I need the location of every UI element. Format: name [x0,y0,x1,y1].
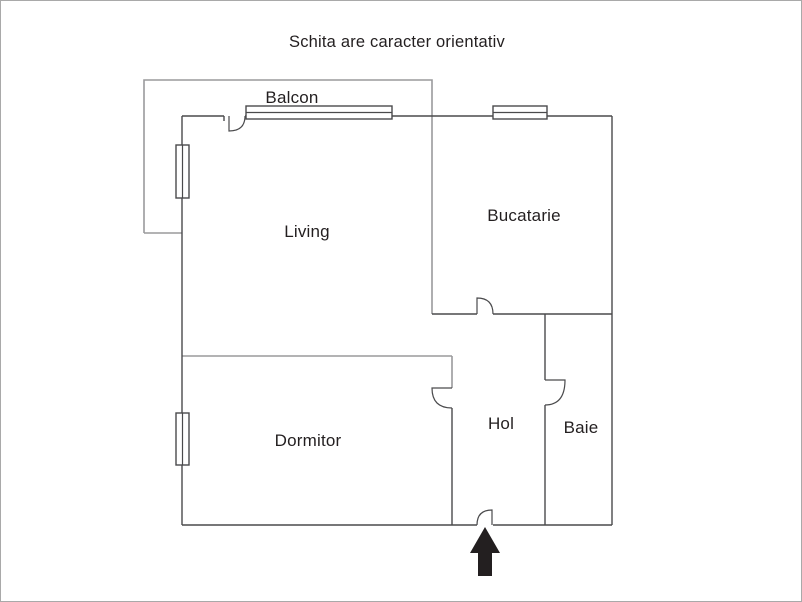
doors [228,115,566,526]
room-label-living: Living [284,222,330,241]
kitchen-door-swing [476,297,494,315]
balcony-outline-and-divider-wall [143,79,433,314]
room-label-balcony: Balcon [265,88,318,107]
room-label-kitchen: Bucatarie [487,206,561,225]
entrance-door-swing [476,509,493,526]
secondary-walls [143,79,453,388]
room-label-bathroom: Baie [564,418,599,437]
balcony-door-swing [228,115,246,132]
windows [175,105,548,466]
entrance-arrow-icon [470,527,500,576]
room-label-hallway: Hol [488,414,514,433]
bedroom-door-swing [431,387,453,409]
disclaimer-title: Schita are caracter orientativ [289,33,506,51]
labels: Schita are caracter orientativ Balcon Li… [265,33,598,450]
bathroom-door-swing [544,379,566,406]
main-walls [181,115,613,526]
room-label-bedroom: Dormitor [275,431,342,450]
